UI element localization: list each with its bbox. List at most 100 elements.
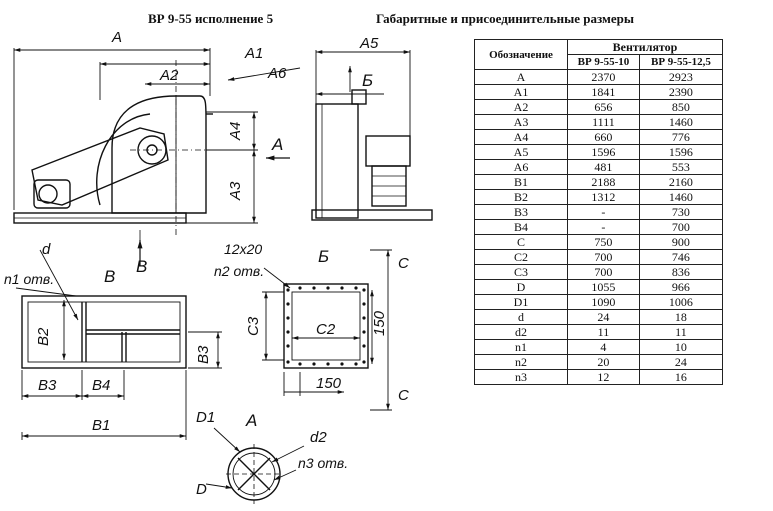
value-cell: 2390 — [638, 84, 724, 100]
view-V-title: В — [104, 267, 115, 286]
value-cell: 1055 — [567, 279, 640, 295]
value-cell: 1090 — [567, 294, 640, 310]
value-cell: 11 — [638, 324, 724, 340]
value-cell: 2370 — [567, 69, 640, 85]
value-cell: 700 — [567, 249, 640, 265]
label-A1: A1 — [244, 45, 263, 62]
view-A-arrow-label: A — [271, 135, 283, 154]
designation-cell: n1 — [474, 339, 568, 355]
value-cell: - — [567, 219, 640, 235]
fan-side-view — [13, 60, 222, 243]
value-cell: 18 — [638, 309, 724, 325]
drawing-title: ВР 9-55 исполнение 5 — [148, 11, 274, 26]
table-row: B4-700 — [474, 219, 724, 235]
value-cell: 850 — [638, 99, 724, 115]
technical-drawing: A A1 A2 A6 A4 A3 A A5 — [4, 29, 433, 504]
model-header-2: ВР 9-55-12,5 — [638, 54, 724, 70]
label-C-top: C — [398, 255, 409, 272]
value-cell: 730 — [638, 204, 724, 220]
designation-cell: A3 — [474, 114, 568, 130]
value-cell: 4 — [567, 339, 640, 355]
label-A5: A5 — [359, 35, 379, 52]
designation-cell: D — [474, 279, 568, 295]
label-n3: n3 отв. — [298, 455, 348, 471]
value-cell: 1460 — [638, 189, 724, 205]
view-B-title: Б — [318, 247, 329, 266]
label-A: A — [111, 29, 122, 46]
designation-cell: A1 — [474, 84, 568, 100]
designation-cell: D1 — [474, 294, 568, 310]
value-cell: 656 — [567, 99, 640, 115]
value-cell: 2923 — [638, 69, 724, 85]
label-D1: D1 — [196, 409, 215, 426]
value-cell: 2188 — [567, 174, 640, 190]
designation-cell: A — [474, 69, 568, 85]
value-cell: - — [567, 204, 640, 220]
designation-cell: C2 — [474, 249, 568, 265]
model-header-1: ВР 9-55-10 — [567, 54, 640, 70]
designation-cell: B4 — [474, 219, 568, 235]
designation-cell: n2 — [474, 354, 568, 370]
fan-front-view — [311, 89, 433, 221]
label-A2: A2 — [159, 67, 179, 84]
value-cell: 12 — [567, 369, 640, 385]
designation-cell: d2 — [474, 324, 568, 340]
designation-cell: B1 — [474, 174, 568, 190]
value-cell: 776 — [638, 129, 724, 145]
value-cell: 553 — [638, 159, 724, 175]
value-cell: 16 — [638, 369, 724, 385]
label-C-bottom: C — [398, 387, 409, 404]
value-cell: 966 — [638, 279, 724, 295]
designation-cell: A2 — [474, 99, 568, 115]
value-cell: 481 — [567, 159, 640, 175]
fan-group-header: Вентилятор — [567, 39, 723, 55]
designation-header: Обозначение — [474, 39, 568, 70]
outlet-flange — [283, 283, 369, 369]
value-cell: 900 — [638, 234, 724, 250]
value-cell: 750 — [567, 234, 640, 250]
view-B-arrow-label: Б — [362, 71, 373, 90]
label-n2: n2 отв. — [214, 263, 264, 279]
label-150-vertical: 150 — [371, 310, 388, 336]
label-A6: A6 — [267, 65, 287, 82]
inlet-flange — [226, 444, 282, 504]
base-frame-top-view — [21, 295, 187, 369]
view-V-arrow-label: В — [136, 257, 147, 276]
value-cell: 836 — [638, 264, 724, 280]
label-B1: B1 — [92, 417, 110, 434]
label-D: D — [196, 481, 207, 498]
value-cell: 11 — [567, 324, 640, 340]
motor — [33, 179, 71, 209]
label-150-horizontal: 150 — [316, 375, 342, 392]
label-C3: C3 — [245, 316, 262, 336]
label-A3: A3 — [227, 181, 244, 201]
value-cell: 1596 — [638, 144, 724, 160]
value-cell: 20 — [567, 354, 640, 370]
value-cell: 1596 — [567, 144, 640, 160]
designation-cell: A4 — [474, 129, 568, 145]
designation-cell: C3 — [474, 264, 568, 280]
label-B2: B2 — [35, 327, 52, 346]
value-cell: 746 — [638, 249, 724, 265]
bearing-unit — [365, 135, 411, 167]
label-12x20: 12х20 — [224, 241, 262, 257]
belt-guard — [31, 127, 169, 206]
label-C2: C2 — [316, 321, 336, 338]
value-cell: 1460 — [638, 114, 724, 130]
value-cell: 24 — [567, 309, 640, 325]
front-base — [311, 209, 433, 221]
label-B3-bottom: B3 — [38, 377, 57, 394]
